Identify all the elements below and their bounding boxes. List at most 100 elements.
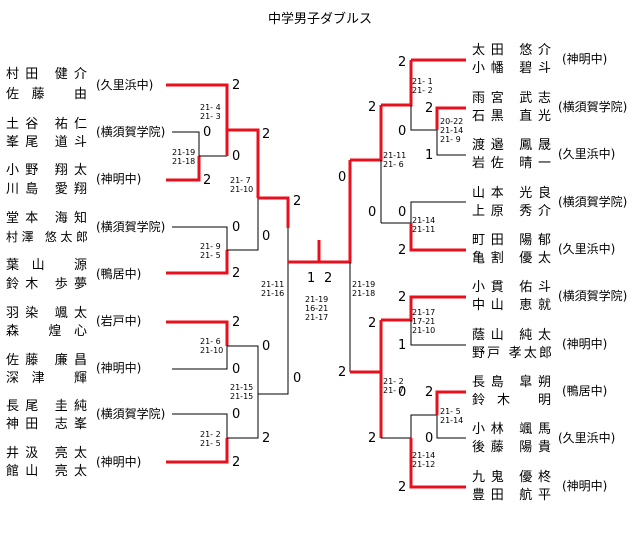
player-name: 太田 悠介 (472, 43, 552, 58)
school-name: (岩戸中) (96, 314, 142, 328)
match-score: 2 (338, 365, 346, 380)
school-name: (神明中) (96, 361, 142, 375)
game-score: 21-17 (305, 313, 328, 322)
match-score: 2 (398, 243, 406, 258)
game-score: 21-14 (412, 451, 435, 460)
player-name: 村澤 悠太郎 (6, 230, 88, 244)
game-score: 21-18 (352, 289, 375, 298)
bracket-line (258, 228, 289, 395)
player-name: 鈴木 歩夢 (6, 277, 88, 292)
game-score: 21-12 (412, 460, 435, 469)
bracket-line (381, 414, 437, 439)
game-score: 21- 3 (200, 112, 221, 121)
bracket-line (227, 394, 259, 439)
player-name: 上原 秀介 (472, 204, 552, 219)
game-score: 21- 2 (383, 377, 404, 386)
match-score: 0 (398, 205, 406, 220)
match-score: 1 (307, 271, 315, 286)
bracket-line (166, 320, 229, 346)
player-name: 村田 健介 (6, 67, 88, 82)
player-name: 岩佐 晴一 (472, 156, 552, 171)
match-score: 0 (293, 371, 301, 386)
match-score: 0 (368, 205, 376, 220)
player-name: 神田 志峯 (6, 417, 88, 432)
player-name: 土谷 祐仁 (6, 117, 88, 132)
game-score: 21- 2 (200, 430, 221, 439)
game-score: 21- 5 (200, 439, 221, 448)
game-score: 21- 5 (200, 251, 221, 260)
match-score: 0 (262, 339, 270, 354)
bracket-line (172, 346, 228, 370)
player-name: 深津 輝 (6, 371, 88, 386)
match-score: 2 (398, 290, 406, 305)
bracket-line (436, 415, 466, 439)
game-score: 21-19 (172, 148, 195, 157)
game-score: 21-11 (261, 280, 284, 289)
player-name: 小野 翔太 (6, 163, 88, 178)
player-name: 館山 亮太 (6, 464, 88, 479)
match-score: 1 (398, 338, 406, 353)
player-name: 石黒 直光 (472, 109, 552, 124)
player-name: 小幡 碧斗 (472, 61, 552, 76)
match-score: 2 (398, 480, 406, 495)
match-score: 2 (368, 100, 376, 115)
player-name: 佐藤 由 (6, 87, 88, 102)
match-score: 0 (203, 125, 211, 140)
match-score: 2 (232, 455, 240, 470)
player-name: 中山 恵就 (472, 298, 552, 313)
school-name: (久里浜中) (96, 78, 154, 92)
game-score: 21- 7 (230, 176, 251, 185)
school-name: (神明中) (562, 52, 608, 66)
match-score: 0 (338, 170, 346, 185)
bracket-line (409, 438, 466, 489)
player-name: 山本 光良 (472, 186, 552, 201)
match-score: 1 (425, 148, 433, 163)
game-score: 21-17 (412, 308, 435, 317)
school-name: (久里浜中) (558, 242, 616, 256)
school-name: (神明中) (562, 479, 608, 493)
match-score: 2 (232, 315, 240, 330)
school-name: (横須賀学院) (96, 220, 166, 234)
game-score: 21-10 (230, 185, 253, 194)
school-name: (横須賀学院) (558, 195, 628, 209)
match-score: 2 (293, 194, 301, 209)
bracket-line (381, 201, 466, 224)
bracket-line (350, 320, 383, 374)
bracket-line (258, 196, 290, 228)
match-score: 0 (398, 124, 406, 139)
match-score: 0 (398, 385, 406, 400)
game-score: 21-14 (440, 416, 463, 425)
bracket-line (172, 226, 228, 250)
match-score: 0 (425, 431, 433, 446)
player-name: 町田 陽郁 (472, 233, 552, 248)
bracket-line (166, 438, 229, 464)
bracket-line (381, 295, 466, 322)
game-score: 21-14 (440, 126, 463, 135)
match-score: 2 (368, 431, 376, 446)
player-name: 川島 愛翔 (6, 182, 88, 197)
game-score: 21- 1 (412, 77, 433, 86)
bracket-line (435, 106, 466, 130)
player-name: 葉山 源 (6, 258, 88, 273)
game-score: 21- 5 (440, 407, 461, 416)
school-name: (久里浜中) (558, 431, 616, 445)
bracket-title: 中学男子ダブルス (267, 12, 372, 27)
player-name: 渡邉 鳳晟 (472, 138, 552, 153)
bracket-line (436, 130, 466, 156)
game-score: 21-16 (261, 289, 284, 298)
game-score: 21-15 (230, 383, 253, 392)
bracket-line (172, 413, 228, 438)
bracket-line (172, 131, 200, 156)
school-name: (神明中) (96, 172, 142, 186)
game-score: 21- 9 (200, 242, 221, 251)
bracket-line (381, 60, 413, 107)
school-name: (横須賀学院) (96, 407, 166, 421)
game-score: 21-14 (412, 216, 435, 225)
player-name: 峯尾 道斗 (6, 135, 88, 150)
school-name: (神明中) (562, 337, 608, 351)
match-score: 2 (425, 385, 433, 400)
player-name: 長尾 圭純 (6, 399, 88, 414)
game-score: 16-21 (305, 304, 328, 313)
player-name: 佐藤 廉昌 (6, 353, 88, 368)
